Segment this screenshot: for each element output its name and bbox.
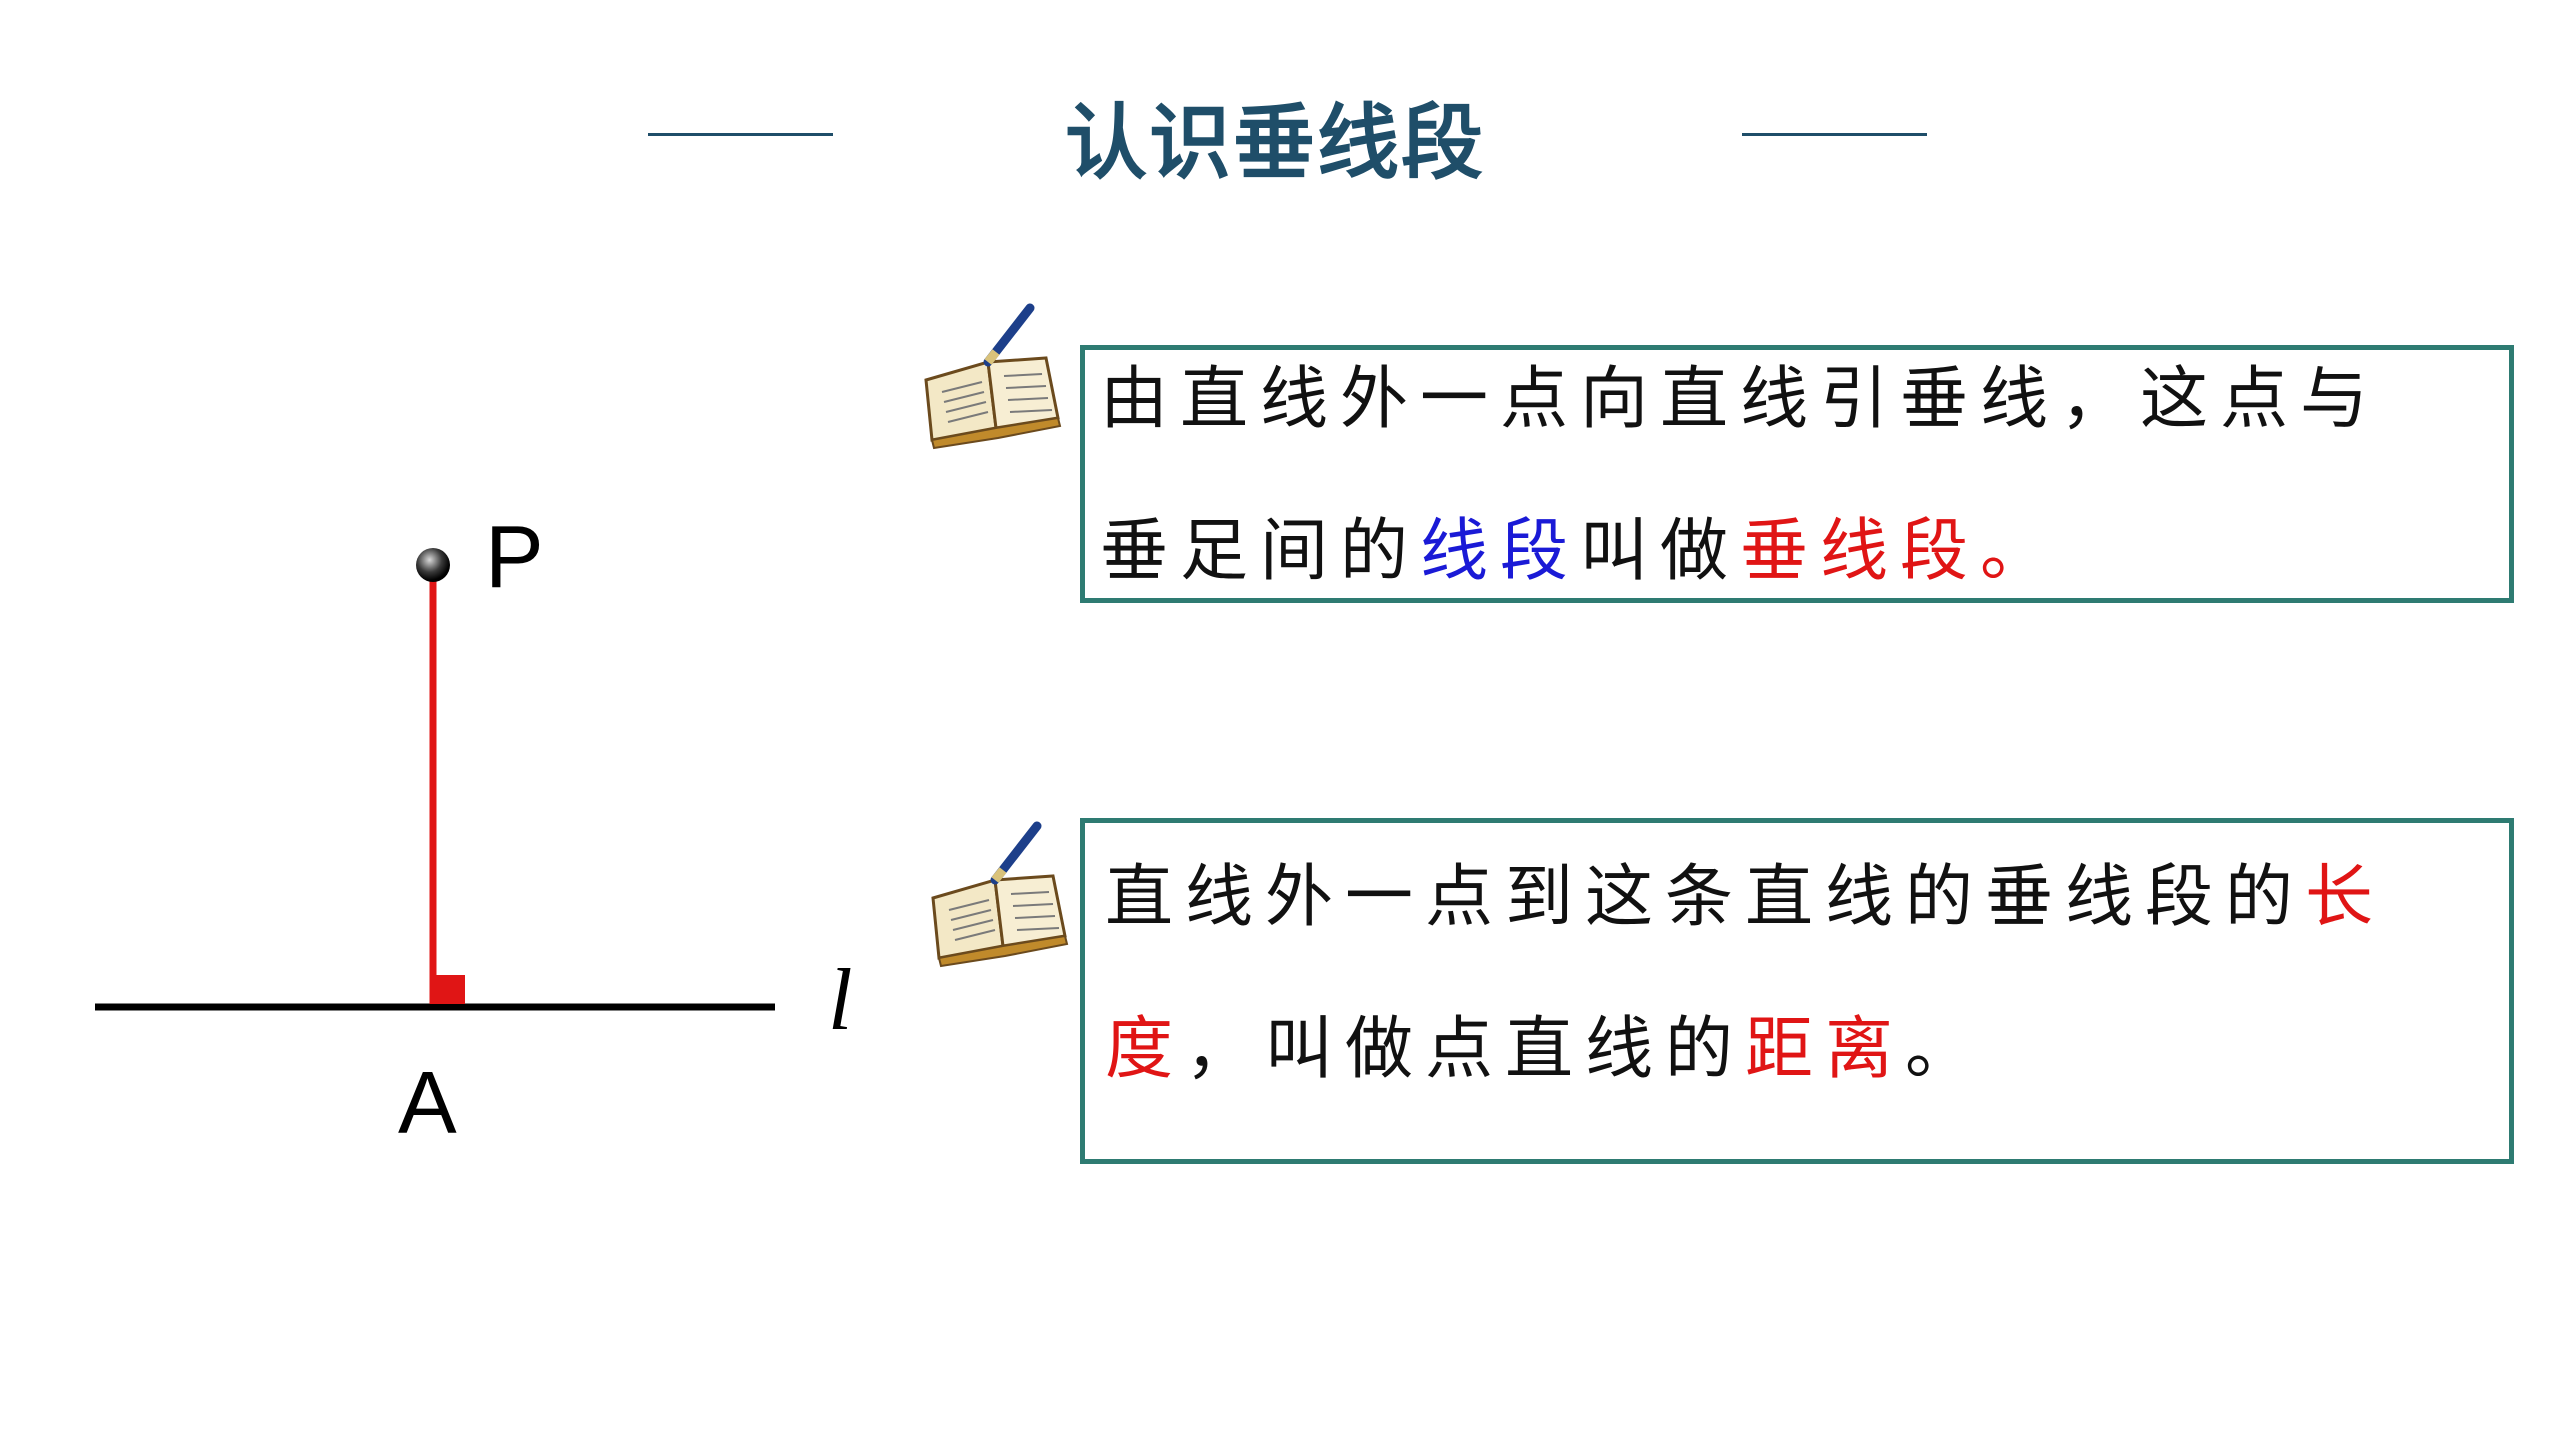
definition-card-perpendicular-segment: 由直线外一点向直线引垂线，这点与 垂足间的线段叫做垂线段。 [1080,345,2514,603]
foot-a-label: A [398,1053,457,1152]
definition-1-line-2-start: 垂足间的 [1100,512,1421,591]
right-angle-marker [433,975,465,1004]
definition-2-line-2-end: 。 [1905,1010,1986,1089]
open-book-pen-icon [918,300,1068,450]
figure-svg [95,548,775,1011]
term-line-segment: 线段 [1420,512,1581,591]
point-p-label: P [485,507,544,606]
open-book-pen-icon [925,818,1075,968]
point-p [416,548,450,582]
title-area: 认识垂线段 [0,70,2550,191]
title-rule-left [648,133,833,136]
definition-1-line-1: 由直线外一点向直线引垂线，这点与 [1100,360,2381,439]
term-length-part-1: 长 [2305,858,2386,937]
definition-2-line-1: 直线外一点到这条直线的垂线段的 [1105,858,2306,937]
line-l-label: l [828,952,853,1049]
page-title: 认识垂线段 [1064,96,1485,191]
perpendicular-figure: P A l [0,0,1000,1434]
definition-text-2: 直线外一点到这条直线的垂线段的长 度，叫做点直线的距离。 [1105,822,2385,1126]
term-length-part-2: 度 [1105,1010,1186,1089]
definition-1-line-2-mid: 叫做 [1580,512,1741,591]
term-perpendicular-segment: 垂线段。 [1740,512,2061,591]
definition-text-1: 由直线外一点向直线引垂线，这点与 垂足间的线段叫做垂线段。 [1100,324,2380,628]
definition-2-line-2-mid: ，叫做点直线的 [1185,1010,1746,1089]
title-rule-right [1742,133,1927,136]
term-distance: 距离 [1745,1010,1906,1089]
definition-card-distance: 直线外一点到这条直线的垂线段的长 度，叫做点直线的距离。 [1080,818,2514,1164]
